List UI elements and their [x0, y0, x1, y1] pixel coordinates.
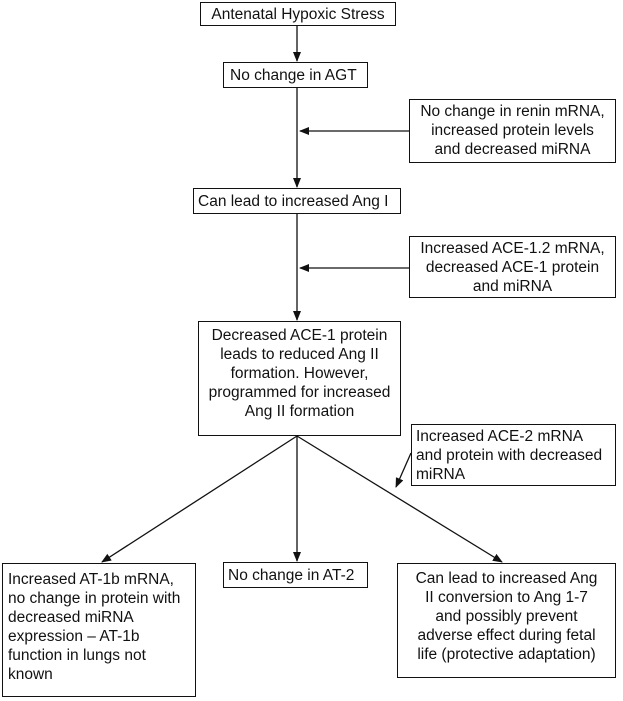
node-line: decreased ACE-1 protein [425, 259, 600, 276]
node-line: Antenatal Hypoxic Stress [211, 6, 385, 23]
node-line: formation. However, [230, 365, 369, 382]
node-line: function in lungs not [8, 647, 146, 664]
node-line: miRNA [416, 466, 466, 483]
node-renin: No change in renin mRNA, increased prote… [409, 99, 616, 163]
node-line: Increased ACE-1.2 mRNA, [420, 240, 605, 257]
node-line: adverse effect during fetal [417, 627, 596, 644]
node-line: programmed for increased [208, 384, 391, 401]
node-line: and miRNA [472, 278, 553, 295]
node-line: No change in AT-2 [228, 567, 355, 584]
node-line: Can lead to increased Ang I [198, 193, 389, 210]
node-line: Decreased ACE-1 protein [211, 327, 388, 344]
node-line: Increased ACE-2 mRNA [416, 428, 584, 445]
arrow-ace2-annotation [395, 452, 412, 488]
node-line: no change in protein with [8, 590, 181, 607]
node-line: and decreased miRNA [434, 141, 591, 158]
node-antenatal-hypoxic-stress: Antenatal Hypoxic Stress [200, 2, 396, 26]
node-line: decreased miRNA [8, 609, 134, 626]
arrow-ace1-to-ang17 [296, 435, 503, 563]
node-line: Can lead to increased Ang [415, 570, 598, 587]
node-ace1: Decreased ACE-1 protein leads to reduced… [198, 321, 401, 436]
node-at1b: Increased AT-1b mRNA, no change in prote… [2, 563, 196, 697]
node-line: II conversion to Ang 1-7 [425, 589, 588, 606]
node-ace12: Increased ACE-1.2 mRNA, decreased ACE-1 … [409, 236, 616, 298]
node-line: and possibly prevent [435, 608, 578, 625]
node-ang17: Can lead to increased Ang II conversion … [397, 563, 616, 678]
node-line: life (protective adaptation) [417, 646, 596, 663]
node-agt: No change in AGT [223, 62, 368, 88]
node-line: No change in AGT [230, 67, 357, 84]
node-line: increased protein levels [431, 122, 594, 139]
node-line: Increased AT-1b mRNA, [8, 571, 174, 588]
node-line: and protein with decreased [416, 447, 603, 464]
node-line: No change in renin mRNA, [420, 103, 605, 120]
node-line: leads to reduced Ang II [220, 346, 379, 363]
node-ang1: Can lead to increased Ang I [193, 188, 401, 214]
arrow-ace1-to-at1b [101, 435, 298, 563]
node-line: known [8, 666, 53, 683]
node-line: Ang II formation [244, 403, 355, 420]
node-ace2: Increased ACE-2 mRNA and protein with de… [411, 424, 616, 486]
node-line: expression – AT-1b [8, 628, 140, 645]
node-at2: No change in AT-2 [223, 562, 368, 588]
